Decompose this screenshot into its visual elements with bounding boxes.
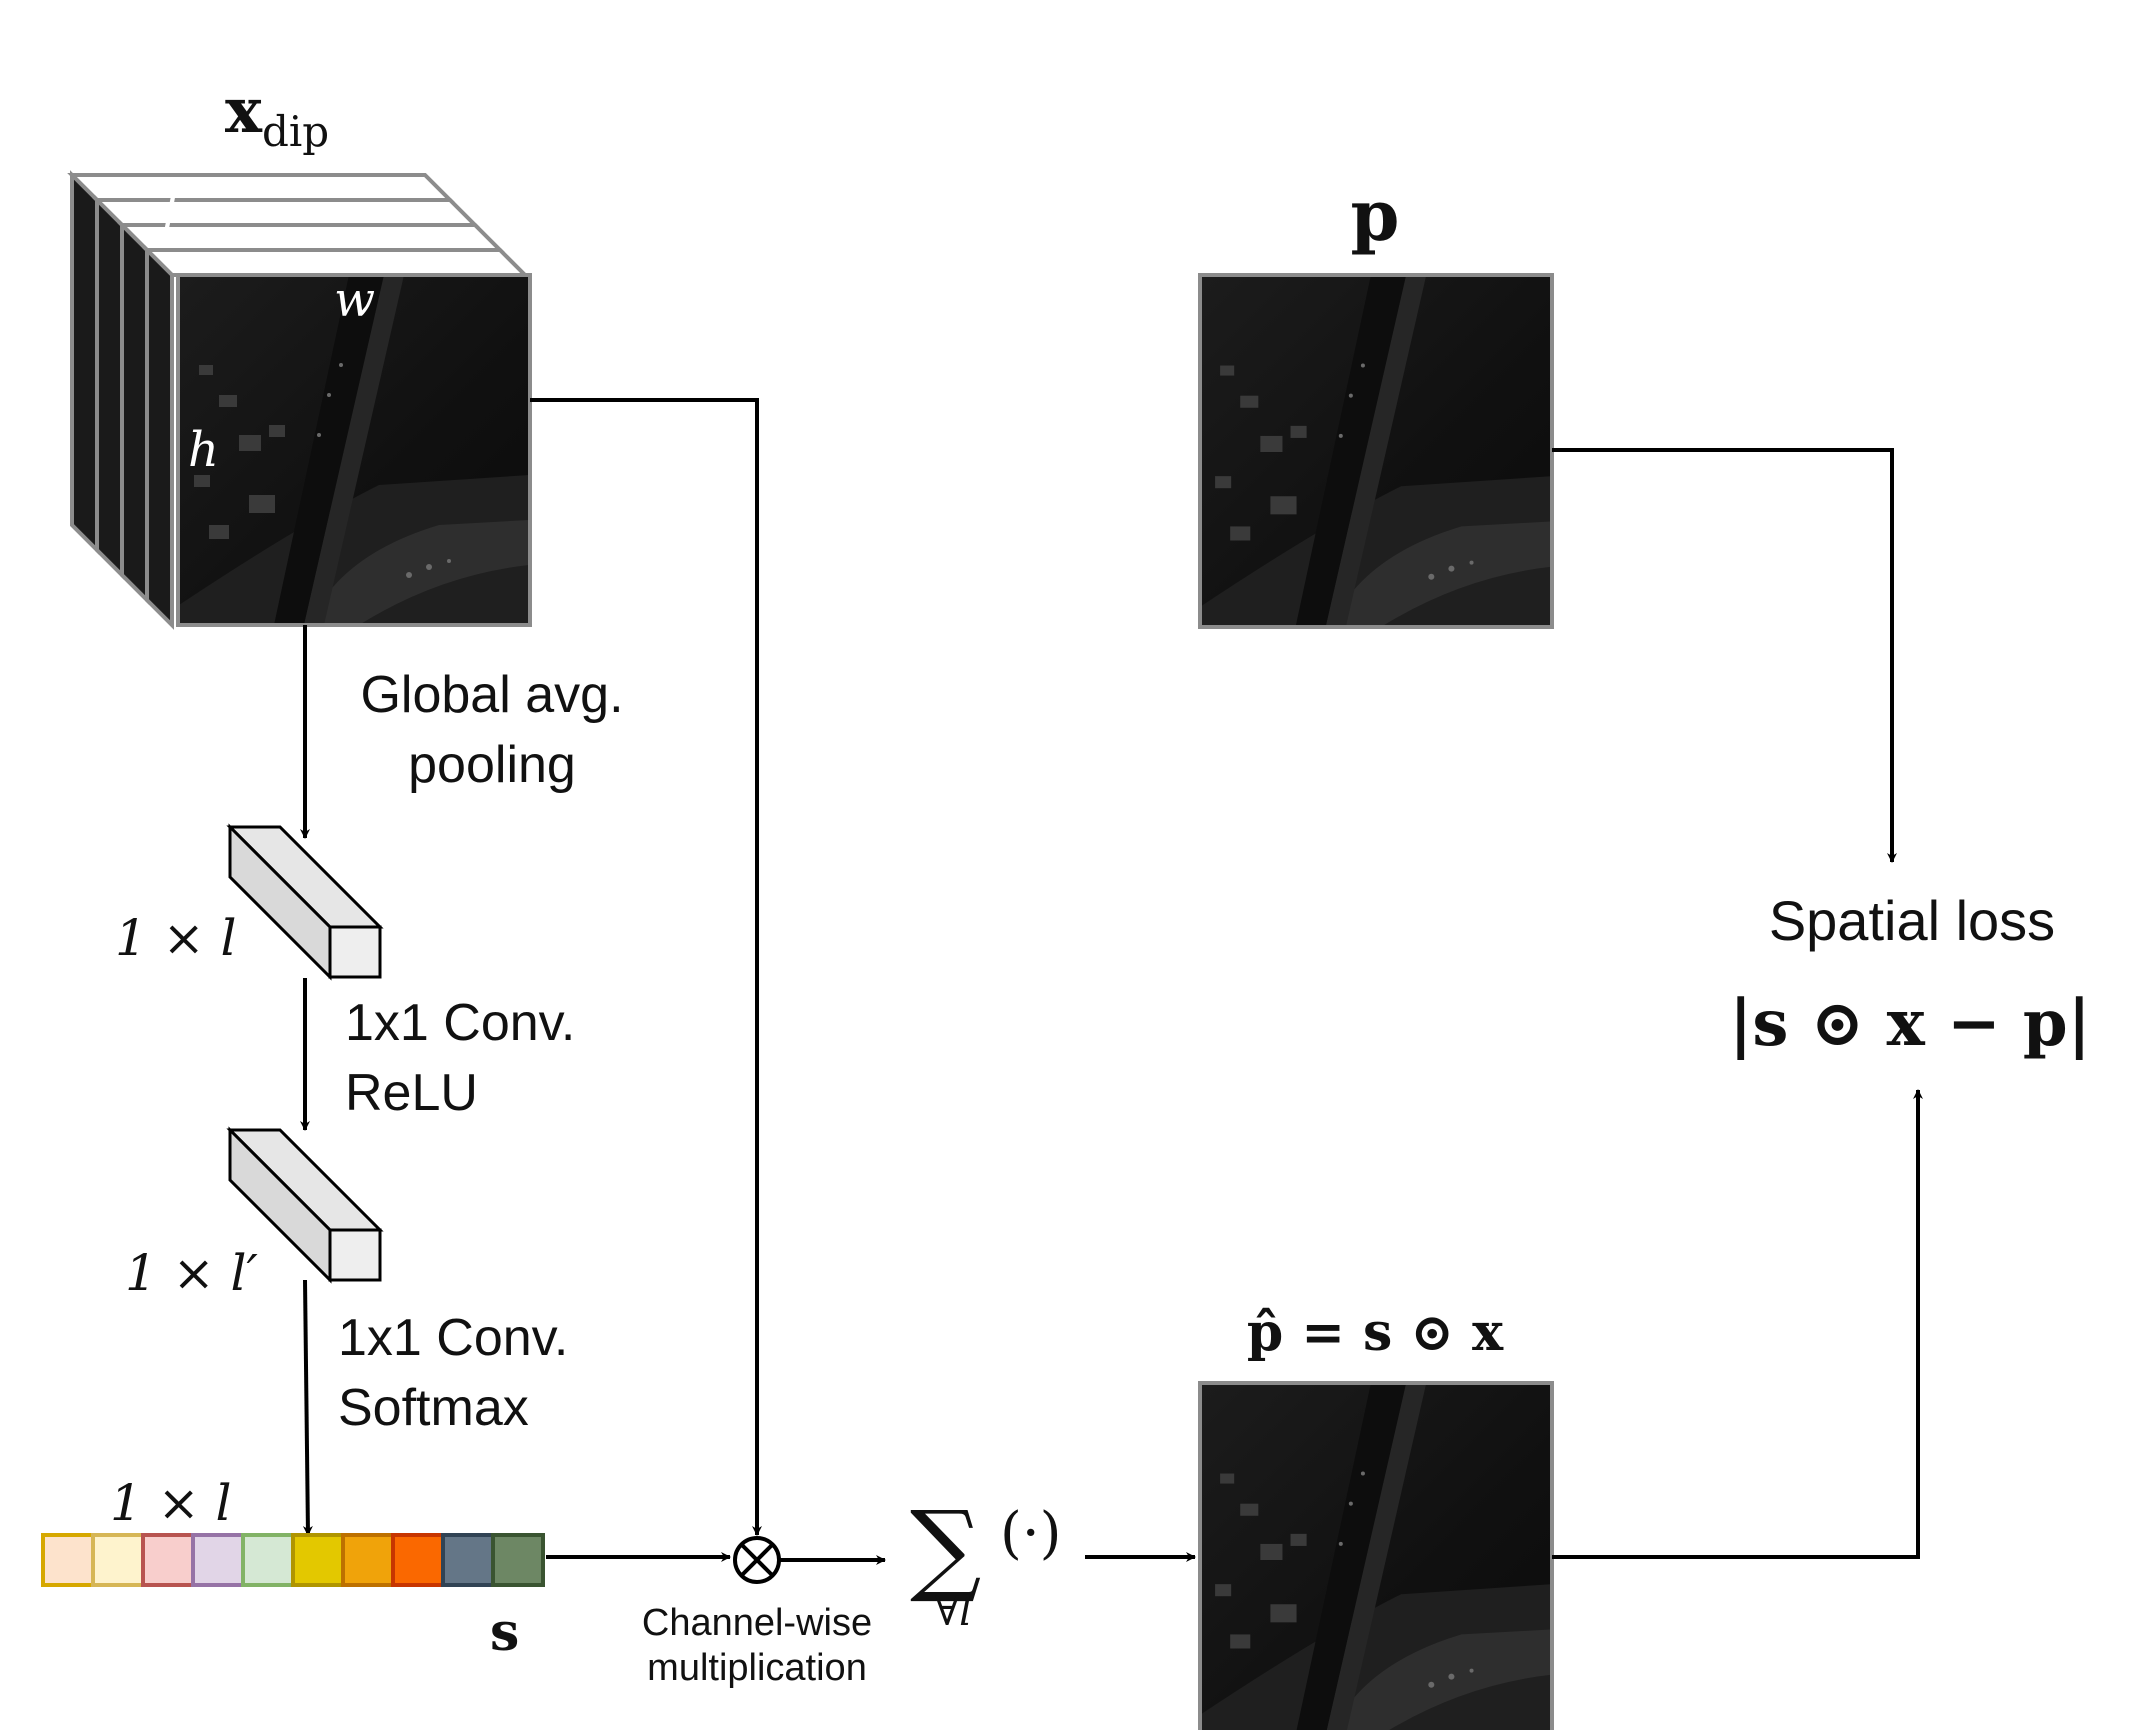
arrow-to-weights [302, 1279, 313, 1536]
conv2-label-line2: Softmax [338, 1379, 529, 1437]
vector2-dim-label: 1 × l′ [125, 1244, 258, 1302]
stack-dim-l: l [162, 188, 177, 244]
conv1-label-line1: 1x1 Conv. [345, 994, 575, 1052]
arrow-stack-to-mult [530, 398, 762, 1536]
loss-formula: |s ⊙ x − p| [1729, 986, 2091, 1061]
mult-label-line1: Channel-wise [642, 1602, 872, 1644]
conv1-label-line2: ReLU [345, 1064, 478, 1122]
mult-label-line2: multiplication [647, 1647, 867, 1689]
weight-cell-10 [491, 1533, 545, 1587]
sum-argument: (·) [1000, 1501, 1062, 1566]
vector-block-2 [226, 1126, 384, 1284]
conv2-label-line1: 1x1 Conv. [338, 1309, 568, 1367]
weight-cell-9 [441, 1533, 495, 1587]
arrow-p-to-loss [1552, 448, 1897, 863]
p-image [1198, 273, 1554, 629]
weight-cell-6 [291, 1533, 345, 1587]
weight-cell-5 [241, 1533, 295, 1587]
weight-cell-4 [191, 1533, 245, 1587]
xdip-label: xdip [225, 74, 329, 156]
sum-symbol: ∑ [910, 1489, 981, 1606]
gap-label-line1: Global avg. [360, 666, 623, 724]
weight-cell-1 [41, 1533, 95, 1587]
phat-formula: p̂ = s ⊙ x [1247, 1302, 1504, 1363]
vector1-dim-label: 1 × l [115, 909, 236, 967]
xdip-image-stack [67, 170, 532, 630]
sum-subscript: ∀l [935, 1589, 972, 1635]
stack-front-image [176, 273, 532, 627]
weight-cell-2 [91, 1533, 145, 1587]
multiply-operator [733, 1536, 781, 1584]
weight-vector [41, 1533, 545, 1587]
weight-cell-8 [391, 1533, 445, 1587]
weight-cell-3 [141, 1533, 195, 1587]
weights-s-label: s [490, 1602, 519, 1663]
stack-dim-w: w [334, 272, 375, 328]
p-label: p [1351, 174, 1400, 257]
weights-dim-label: 1 × l [110, 1474, 231, 1532]
loss-title: Spatial loss [1769, 889, 2055, 952]
weight-cell-7 [341, 1533, 395, 1587]
arrow-phat-to-loss [1552, 1089, 1923, 1559]
gap-label-line2: pooling [408, 736, 576, 794]
vector-block-1 [226, 823, 384, 981]
stack-dim-h: h [188, 422, 219, 478]
phat-image [1198, 1381, 1554, 1730]
